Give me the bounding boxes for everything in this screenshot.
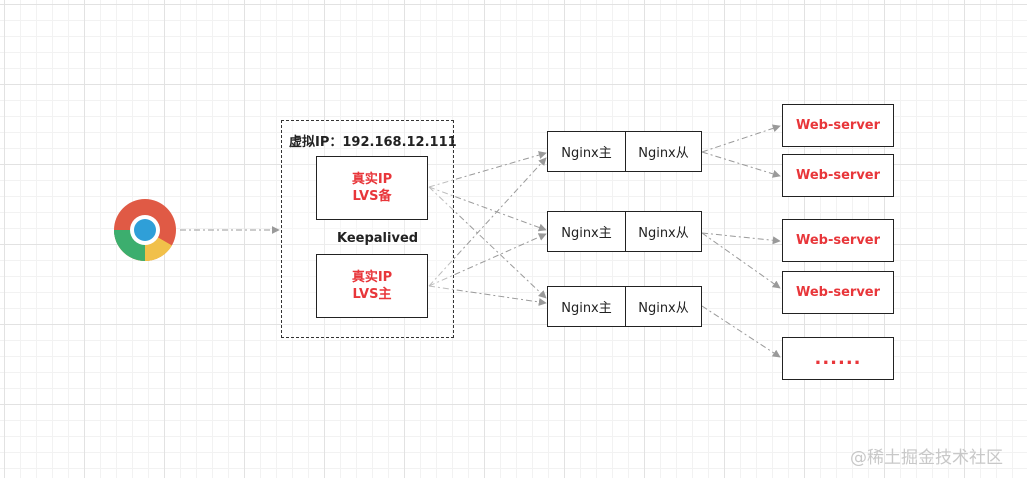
nginx-1-master: Nginx主 — [548, 132, 626, 171]
web-server-3: Web-server — [782, 219, 894, 262]
more-servers-label: ...... — [814, 347, 862, 369]
lvs-backup-ip-label: 真实IP — [351, 172, 393, 187]
nginx-3-slave: Nginx从 — [638, 301, 689, 316]
web-server-1: Web-server — [782, 104, 894, 147]
edge-nginx-3-to-more — [701, 305, 781, 358]
edge-lvs-master-to-nginx-3 — [428, 285, 547, 306]
nginx-2-master: Nginx主 — [548, 212, 626, 251]
edge-nginx-1-to-web-1 — [701, 124, 781, 153]
virtual-ip-label: 虚拟IP：192.168.12.111 — [289, 135, 457, 150]
keepalived-label: Keepalived — [337, 231, 419, 246]
lvs-master-role-label: LVS主 — [352, 287, 392, 302]
more-servers-node: ...... — [782, 337, 894, 380]
nginx-pair-1: Nginx主 Nginx从 — [547, 131, 702, 172]
watermark: @稀土掘金技术社区 — [850, 448, 1003, 468]
lvs-master-ip-label: 真实IP — [351, 270, 393, 285]
nginx-1-slave: Nginx从 — [638, 146, 689, 161]
web-server-4: Web-server — [782, 271, 894, 314]
web-server-2: Web-server — [782, 154, 894, 197]
lvs-backup-node: 真实IP LVS备 — [316, 156, 428, 220]
nginx-pair-2: Nginx主 Nginx从 — [547, 211, 702, 252]
nginx-3-master: Nginx主 — [548, 287, 626, 326]
edge-lvs-backup-to-nginx-3 — [428, 186, 547, 299]
edge-nginx-2-to-web-3 — [701, 232, 781, 245]
edge-nginx-2-to-web-4 — [701, 232, 781, 289]
nginx-pair-3: Nginx主 Nginx从 — [547, 286, 702, 327]
lvs-master-node: 真实IP LVS主 — [316, 254, 428, 318]
lvs-backup-role-label: LVS备 — [352, 189, 392, 204]
edge-nginx-1-to-web-2 — [701, 151, 781, 178]
edge-lvs-backup-to-nginx-1 — [428, 151, 547, 188]
edge-lvs-master-to-nginx-1 — [428, 157, 547, 287]
nginx-2-slave: Nginx从 — [638, 226, 689, 241]
edge-lvs-backup-to-nginx-2 — [428, 186, 547, 232]
chrome-icon — [113, 198, 177, 262]
